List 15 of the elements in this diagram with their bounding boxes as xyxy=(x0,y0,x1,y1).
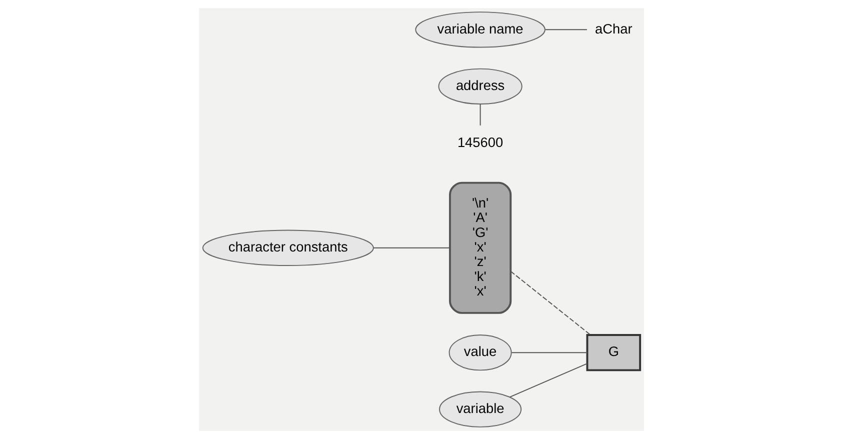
connector xyxy=(510,270,591,336)
node-ellipse: address xyxy=(438,68,522,105)
node-box: '\n' 'A' 'G' 'x' 'z' 'k' 'x' xyxy=(449,182,512,314)
node-ellipse: variable xyxy=(439,391,522,428)
node-ellipse: value xyxy=(448,334,512,371)
connector xyxy=(372,247,450,248)
connector xyxy=(480,104,481,126)
node-ellipse: character constants xyxy=(202,230,374,266)
connector xyxy=(509,363,588,398)
node-text: 145600 xyxy=(457,134,504,150)
connector xyxy=(544,29,588,30)
node-box: G xyxy=(586,334,642,372)
node-text: aChar xyxy=(595,21,632,36)
connector xyxy=(511,352,588,354)
node-ellipse: variable name xyxy=(415,12,546,48)
